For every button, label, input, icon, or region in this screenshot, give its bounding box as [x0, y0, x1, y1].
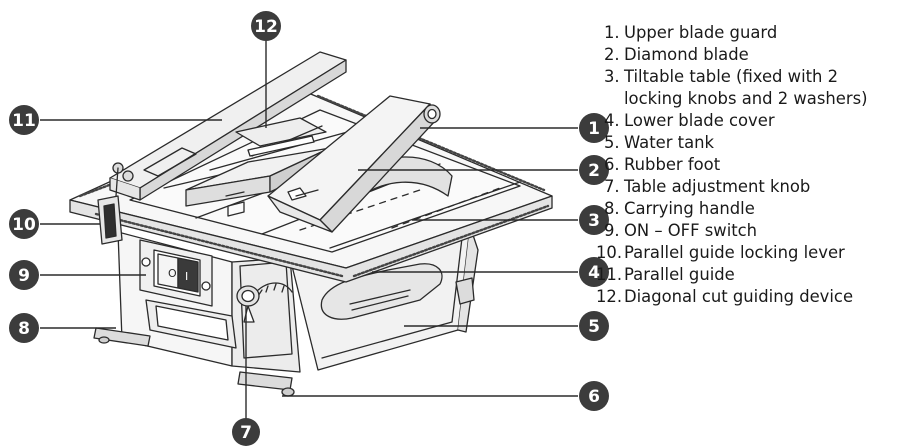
- legend-item-9: 9.ON – OFF switch: [604, 220, 868, 242]
- legend-item-7: 7.Table adjustment knob: [604, 176, 868, 198]
- legend-text-continued: locking knobs and 2 washers): [624, 89, 868, 108]
- legend-number: 11.: [596, 265, 623, 284]
- legend-number: 8.: [604, 199, 620, 218]
- callout-1: 1: [579, 113, 609, 143]
- callout-12: 12: [251, 11, 281, 41]
- legend-number: 5.: [604, 133, 620, 152]
- callout-9-label: 9: [18, 266, 30, 286]
- legend-text: Water tank: [624, 133, 715, 152]
- parallel-guide-locking-lever: [97, 162, 134, 245]
- legend-text: Diagonal cut guiding device: [624, 287, 854, 306]
- callout-11-label: 11: [12, 111, 36, 131]
- parts-legend: 1.Upper blade guard 2.Diamond blade 3.Ti…: [596, 22, 868, 308]
- legend-item-4: 4.Lower blade cover: [604, 110, 868, 132]
- callout-8-label: 8: [18, 319, 30, 339]
- callout-11: 11: [9, 105, 39, 135]
- legend-item-6: 6.Rubber foot: [604, 154, 868, 176]
- callout-7: 7: [232, 418, 260, 446]
- legend-text: Parallel guide locking lever: [624, 243, 845, 262]
- legend-text: Diamond blade: [624, 45, 749, 64]
- legend-number: 6.: [604, 155, 620, 174]
- legend-text: Lower blade cover: [624, 111, 775, 130]
- legend-text: Upper blade guard: [624, 23, 778, 42]
- legend-item-1: 1.Upper blade guard: [604, 22, 868, 44]
- legend-item-12: 12.Diagonal cut guiding device: [596, 286, 868, 308]
- callout-1-label: 1: [588, 119, 600, 139]
- callout-3: 3: [579, 205, 609, 235]
- legend-number: 1.: [604, 23, 620, 42]
- callout-2: 2: [579, 155, 609, 185]
- legend-item-10: 10.Parallel guide locking lever: [596, 242, 868, 264]
- switch-off-symbol: O: [168, 267, 177, 280]
- callout-7-label: 7: [240, 423, 252, 443]
- leader-lines: [40, 40, 578, 428]
- on-off-switch: [139, 239, 213, 307]
- legend-item-2: 2.Diamond blade: [604, 44, 868, 66]
- callout-3-label: 3: [588, 211, 600, 231]
- callout-12-label: 12: [254, 17, 278, 37]
- callout-9: 9: [9, 260, 39, 290]
- callout-badges: 12 11 10 9 8 7 1 2: [9, 11, 609, 446]
- legend-number: 12.: [596, 287, 623, 306]
- legend-item-11: 11.Parallel guide: [596, 264, 868, 286]
- legend-item-3: 3.Tiltable table (fixed with 2 locking kn…: [604, 66, 868, 110]
- carrying-handle: [145, 299, 237, 349]
- legend-text: Carrying handle: [624, 199, 755, 218]
- callout-6-label: 6: [588, 387, 600, 407]
- legend-number: 7.: [604, 177, 620, 196]
- legend-text: Parallel guide: [624, 265, 735, 284]
- legend-number: 9.: [604, 221, 620, 240]
- callout-10: 10: [9, 209, 39, 239]
- callout-5: 5: [579, 311, 609, 341]
- legend-item-5: 5.Water tank: [604, 132, 868, 154]
- legend-text: ON – OFF switch: [624, 221, 758, 240]
- legend-text: Tiltable table (fixed with 2: [624, 67, 839, 86]
- legend-text: Table adjustment knob: [624, 177, 811, 196]
- legend-number: 4.: [604, 111, 620, 130]
- callout-2-label: 2: [588, 161, 600, 181]
- legend-number: 3.: [604, 67, 620, 86]
- legend-item-8: 8.Carrying handle: [604, 198, 868, 220]
- legend-number: 2.: [604, 45, 620, 64]
- upper-blade-guard: [267, 95, 441, 233]
- callout-5-label: 5: [588, 317, 600, 337]
- callout-10-label: 10: [12, 215, 36, 235]
- legend-text: Rubber foot: [624, 155, 721, 174]
- rubber-feet: [93, 277, 475, 397]
- callout-4-label: 4: [588, 263, 600, 283]
- callout-6: 6: [579, 381, 609, 411]
- legend-number: 10.: [596, 243, 623, 262]
- callout-4: 4: [579, 257, 609, 287]
- switch-on-symbol: I: [185, 270, 188, 283]
- callout-8: 8: [9, 313, 39, 343]
